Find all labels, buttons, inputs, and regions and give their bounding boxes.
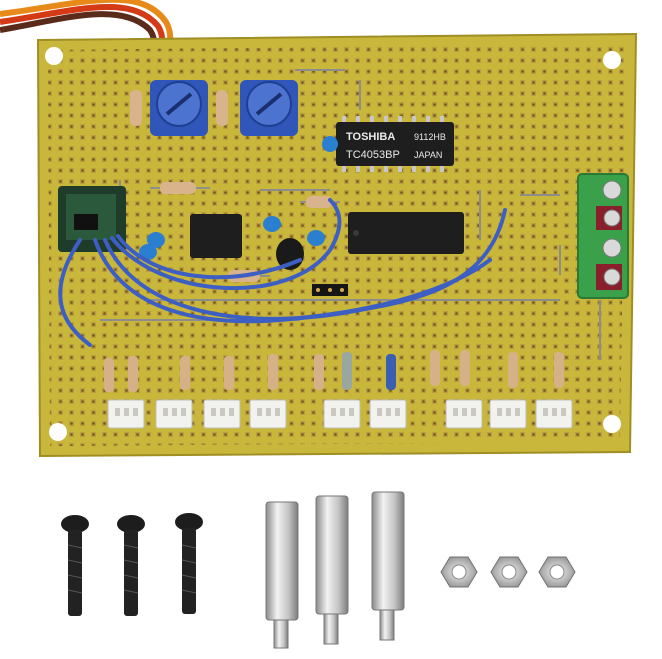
connector-pin xyxy=(506,408,511,416)
connector-pin xyxy=(133,408,138,416)
pcb-board xyxy=(36,32,638,458)
connector-pin xyxy=(266,408,271,416)
mounting-hole xyxy=(603,51,621,69)
capacitor xyxy=(322,136,338,152)
machine-screws xyxy=(61,513,203,616)
connector-pin xyxy=(552,408,557,416)
connector-row xyxy=(107,399,573,429)
connector-pin xyxy=(181,408,186,416)
resistor xyxy=(268,354,278,390)
ic-origin-label: JAPAN xyxy=(414,150,442,160)
resistor xyxy=(130,90,142,126)
connector-pin xyxy=(275,408,280,416)
mounting-hole xyxy=(45,47,63,65)
ic-brand-label: TOSHIBA xyxy=(346,131,395,143)
ic-part-label: TC4053BP xyxy=(346,149,400,161)
trimmer-pot-2 xyxy=(240,80,298,136)
connector-pin xyxy=(124,408,129,416)
connector-pin xyxy=(211,408,216,416)
driver-module xyxy=(58,186,126,252)
trimmer-pot-1 xyxy=(150,80,208,136)
connector-pin xyxy=(395,408,400,416)
connector-pin xyxy=(471,408,476,416)
connector-pin xyxy=(229,408,234,416)
connector-pin xyxy=(172,408,177,416)
connector-pin xyxy=(462,408,467,416)
capacitor xyxy=(139,244,157,260)
connector-pin xyxy=(257,408,262,416)
terminal-block xyxy=(577,173,629,299)
connector-pin xyxy=(331,408,336,416)
resistor xyxy=(314,354,324,390)
capacitor xyxy=(386,354,396,390)
blue-wires xyxy=(58,198,507,347)
connector-pin xyxy=(453,408,458,416)
ic-code-label: 9112HB xyxy=(414,132,446,142)
connector-pin xyxy=(543,408,548,416)
resistor xyxy=(224,356,234,390)
resistor xyxy=(128,356,138,392)
mounting-hole xyxy=(603,415,621,433)
resistor xyxy=(430,350,440,386)
connector-pin xyxy=(115,408,120,416)
dip8-ic xyxy=(190,214,242,258)
hex-standoffs xyxy=(265,491,405,649)
resistor xyxy=(508,352,518,388)
hex-nuts xyxy=(440,556,576,588)
mounting-hole xyxy=(49,423,67,441)
main-ic: TOSHIBA 9112HB TC4053BP JAPAN xyxy=(336,116,454,172)
capacitor xyxy=(147,232,165,248)
connector-pin xyxy=(497,408,502,416)
connector-pin xyxy=(349,408,354,416)
resistor xyxy=(104,358,114,392)
connector-pin xyxy=(163,408,168,416)
connector-pin xyxy=(515,408,520,416)
resistor xyxy=(160,182,196,194)
resistor xyxy=(306,196,332,208)
connector-pin xyxy=(386,408,391,416)
resistor-row xyxy=(104,350,564,392)
connector-pin xyxy=(340,408,345,416)
connector-pin xyxy=(377,408,382,416)
resistor xyxy=(180,356,190,390)
resistor xyxy=(460,350,470,386)
connector-pin xyxy=(220,408,225,416)
jumper-header xyxy=(312,284,348,296)
capacitor xyxy=(307,230,325,246)
connector-pin xyxy=(561,408,566,416)
resistor xyxy=(216,90,228,126)
dip14-ic xyxy=(348,212,464,254)
capacitor xyxy=(263,216,281,232)
resistor xyxy=(342,352,352,390)
resistor xyxy=(554,352,564,388)
